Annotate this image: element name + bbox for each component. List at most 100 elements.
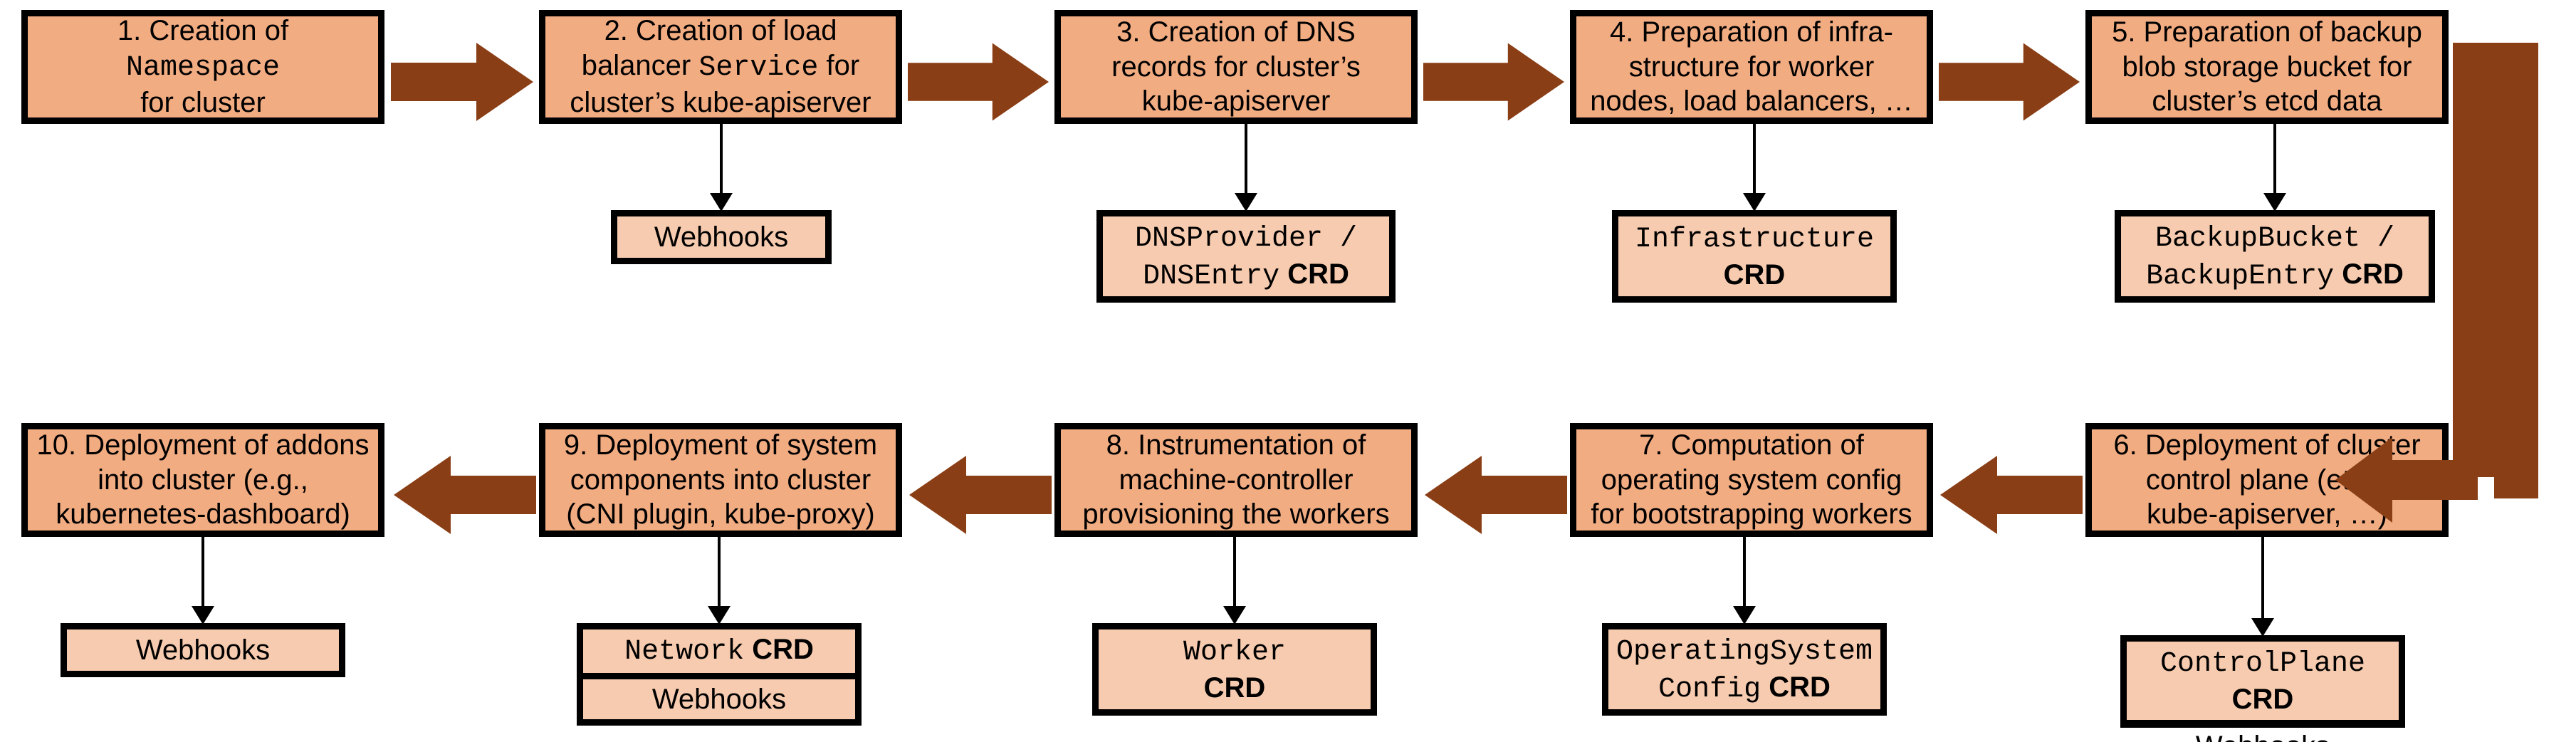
text-run: Network [624, 636, 745, 668]
sub-box-network-crd-webhooks[interactable]: Network CRD Webhooks [577, 623, 862, 726]
text-run: kube-apiserver [1141, 85, 1331, 117]
connector-step-10-line [201, 537, 204, 606]
sub-box-cell: Webhooks [67, 629, 339, 671]
connector-step-6-arrowhead [2251, 618, 2274, 637]
connector-step-7-arrowhead [1733, 606, 1756, 625]
text-run: CRD [1761, 671, 1831, 703]
flow-arrow-3-to-4 [1423, 43, 1564, 121]
text-run: Worker [1183, 637, 1287, 669]
connector-step-2-arrowhead [710, 193, 733, 211]
connector-step-5-line [2273, 124, 2276, 193]
text-run: CRD [2231, 683, 2294, 715]
text-run: Service [698, 51, 819, 84]
sub-box-cell: Webhooks [617, 216, 825, 258]
text-run: DNSEntry [1143, 260, 1280, 293]
sub-box-backup-crd[interactable]: BackupBucket /BackupEntry CRD [2115, 210, 2435, 303]
flow-arrow-2-to-3 [908, 43, 1049, 121]
text-run: 4. Preparation of infra- [1610, 16, 1893, 48]
text-run: DNSProvider / [1134, 223, 1358, 255]
text-run: kubernetes-dashboard) [56, 498, 350, 531]
connector-step-8-arrowhead [1223, 606, 1246, 625]
text-run: 1. Creation of [117, 14, 289, 46]
step-box-label: 4. Preparation of infra-structure for wo… [1590, 15, 1913, 119]
flow-arrow-4-to-5 [1939, 43, 2080, 121]
text-run: CRD [1203, 672, 1266, 704]
sub-box-cell: Webhooks [583, 672, 855, 720]
sub-box-webhooks-10[interactable]: Webhooks [61, 623, 345, 677]
flow-arrow-7-to-8 [1425, 456, 1567, 534]
connector-step-6-line [2261, 537, 2264, 618]
text-run: 2. Creation of load [604, 14, 837, 46]
text-run: CRD [2334, 258, 2404, 290]
text-run: 8. Instrumentation of [1106, 429, 1366, 461]
connector-step-4-arrowhead [1743, 193, 1766, 211]
flow-arrow-9-to-10 [394, 456, 536, 534]
flow-arrow-5-to-6-head [2335, 437, 2478, 523]
flow-arrow-5-to-6 [2453, 43, 2576, 548]
text-run: OperatingSystem [1616, 636, 1873, 668]
text-run: for bootstrapping workers [1591, 498, 1912, 531]
sub-box-cell: Webhooks [2127, 719, 2399, 742]
step-box-4[interactable]: 4. Preparation of infra-structure for wo… [1570, 10, 1933, 124]
text-run: records for cluster’s [1111, 51, 1361, 83]
connector-step-8-line [1233, 537, 1236, 606]
connector-step-7-line [1743, 537, 1746, 606]
text-run: CRD [1279, 258, 1349, 290]
text-run: ControlPlane [2159, 648, 2366, 680]
text-run: 10. Deployment of addons [36, 429, 370, 461]
connector-step-3-arrowhead [1235, 193, 1257, 211]
text-run: (CNI plugin, kube-proxy) [566, 498, 875, 531]
text-run: 3. Creation of DNS [1116, 16, 1356, 48]
flow-arrow-6-to-7 [1940, 456, 2083, 534]
connector-step-3-line [1245, 124, 1247, 193]
text-run: BackupEntry [2146, 260, 2335, 293]
connector-step-5-arrowhead [2263, 193, 2286, 211]
sub-box-dns-crd[interactable]: DNSProvider / DNSEntry CRD [1096, 210, 1396, 303]
text-run: into cluster (e.g., [98, 464, 308, 496]
text-run: CRD [1723, 259, 1786, 291]
sub-box-cell: ControlPlane CRD [2127, 642, 2399, 720]
text-run: nodes, load balancers, … [1590, 85, 1913, 117]
connector-step-9-line [718, 537, 721, 606]
text-run: 9. Deployment of system [563, 429, 878, 461]
text-run: blob storage bucket for [2122, 51, 2412, 83]
text-run: components into cluster [570, 464, 871, 496]
text-run: for [818, 49, 860, 81]
text-run: 5. Preparation of backup [2112, 16, 2422, 48]
flow-arrow-8-to-9 [909, 456, 1052, 534]
text-run: Namespace [125, 51, 281, 84]
text-run: Config [1658, 673, 1761, 706]
text-run: operating system config [1601, 464, 1902, 496]
sub-box-cell: BackupBucket /BackupEntry CRD [2121, 216, 2429, 298]
text-run: Webhooks [654, 221, 789, 253]
text-run: cluster’s etcd data [2152, 85, 2382, 117]
text-run: CRD [744, 634, 814, 665]
text-run: Webhooks [651, 683, 787, 715]
connector-step-10-arrowhead [192, 606, 214, 625]
text-run: for cluster [140, 87, 266, 119]
sub-box-cell: DNSProvider / DNSEntry CRD [1103, 216, 1389, 298]
sub-box-webhooks-2[interactable]: Webhooks [611, 210, 832, 264]
